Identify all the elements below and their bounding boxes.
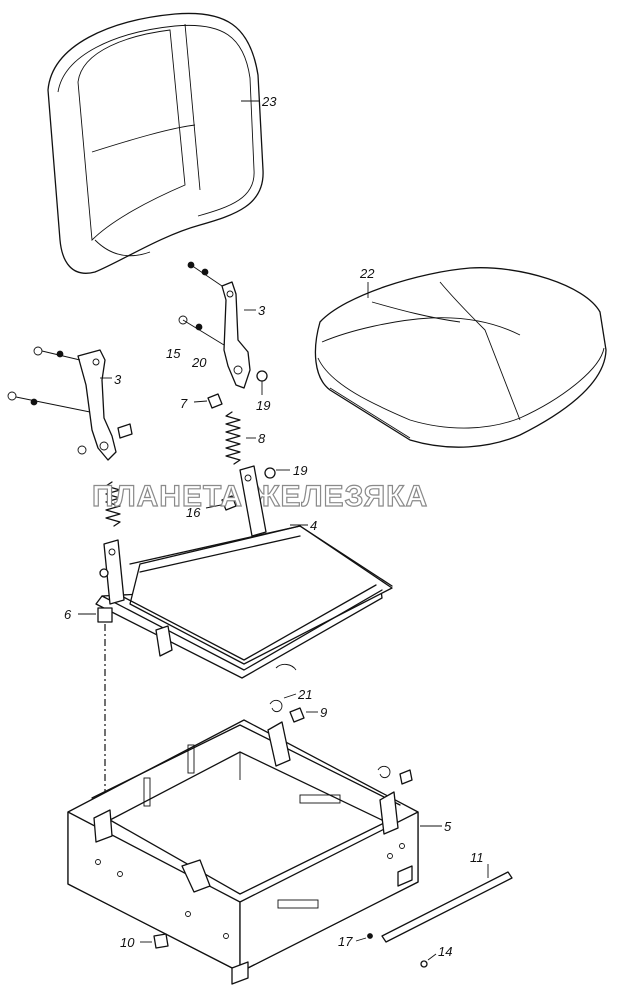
label-23: 23: [241, 94, 277, 109]
bracket-left: [7, 346, 133, 461]
label-3-right: 3: [244, 303, 266, 318]
svg-text:3: 3: [258, 303, 266, 318]
svg-text:3: 3: [114, 372, 122, 387]
svg-text:22: 22: [359, 266, 375, 281]
clip-21: 21: [269, 687, 312, 713]
label-22: 22: [359, 266, 375, 298]
svg-text:15: 15: [166, 346, 181, 361]
svg-text:11: 11: [470, 850, 484, 865]
label-3-left: 3: [100, 372, 122, 387]
washer-17: 17: [338, 933, 373, 949]
svg-text:14: 14: [438, 944, 452, 959]
spring-8: 8: [225, 411, 266, 465]
seat-base: 5: [67, 719, 452, 985]
rod-11: 11: [381, 850, 513, 943]
svg-text:19: 19: [293, 463, 307, 478]
bumper-6: 6: [64, 607, 113, 800]
pin-16: 16: [186, 495, 237, 520]
spring-left: [105, 481, 121, 527]
label-15: 15: [166, 346, 181, 361]
bracket-right: [178, 261, 251, 389]
svg-text:10: 10: [120, 935, 135, 950]
svg-text:19: 19: [256, 398, 270, 413]
svg-text:7: 7: [180, 396, 188, 411]
svg-text:20: 20: [191, 355, 207, 370]
screw-14: 14: [420, 944, 452, 968]
svg-text:21: 21: [297, 687, 312, 702]
backrest-cushion: [47, 12, 264, 274]
pad-10: 10: [120, 933, 169, 950]
svg-text:4: 4: [310, 518, 317, 533]
svg-text:23: 23: [261, 94, 277, 109]
svg-text:6: 6: [64, 607, 72, 622]
svg-text:16: 16: [186, 505, 201, 520]
pin-9: 9: [289, 705, 327, 723]
clip-right: [377, 765, 413, 785]
nut-19-lower: 19: [264, 463, 307, 479]
nut-19-upper: 19: [256, 370, 270, 413]
svg-text:5: 5: [444, 819, 452, 834]
svg-text:17: 17: [338, 934, 353, 949]
seat-cushion: [314, 267, 607, 448]
svg-text:9: 9: [320, 705, 327, 720]
pin-7: 7: [180, 393, 223, 411]
label-20: 20: [191, 355, 207, 370]
seat-frame: 4: [95, 465, 393, 679]
svg-text:8: 8: [258, 431, 266, 446]
